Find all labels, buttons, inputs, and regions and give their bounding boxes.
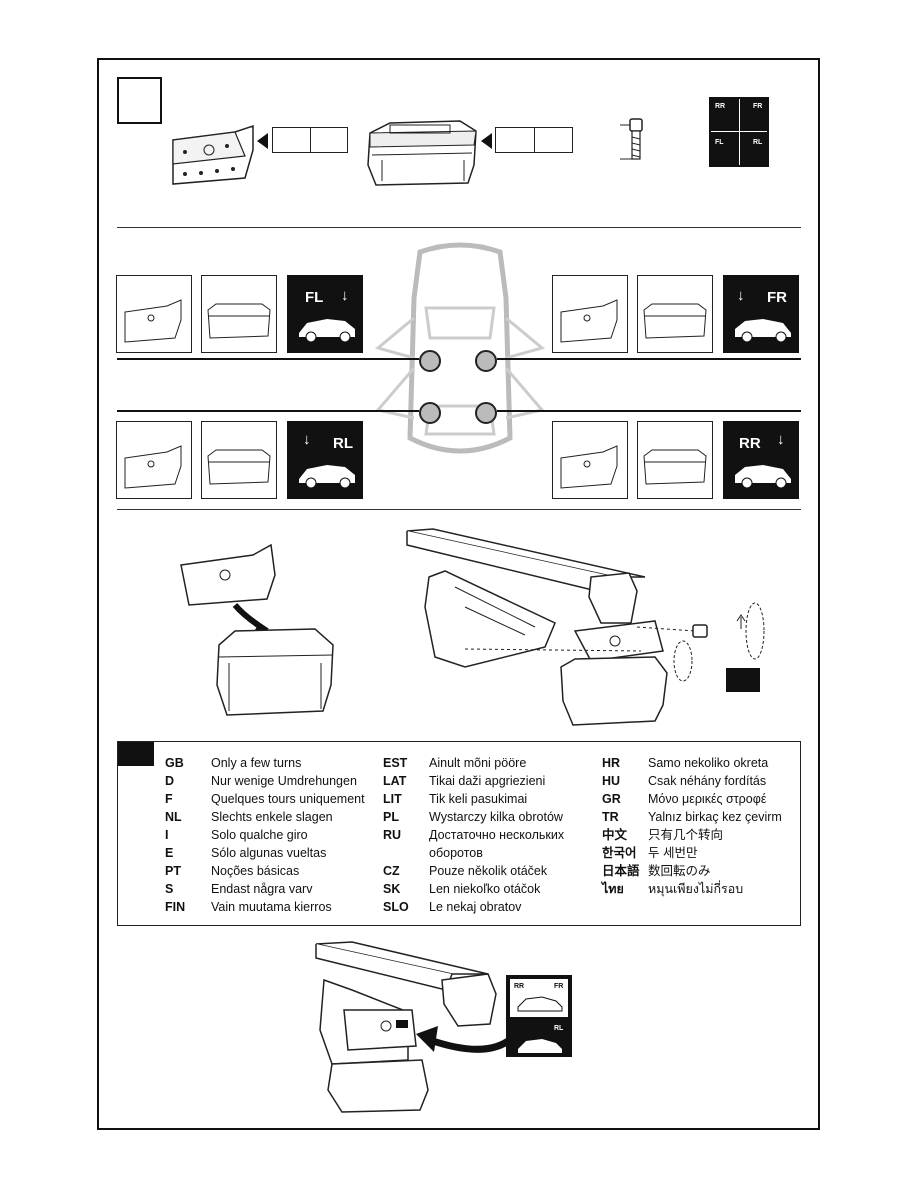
legend-language-code: SLO <box>383 900 409 914</box>
fl-plate-box <box>116 275 192 353</box>
page-frame <box>97 58 820 1130</box>
legend-translation: Μόνο μερικές στροφέ <box>648 792 767 806</box>
turns-legend <box>117 741 801 926</box>
legend-language-code: GB <box>165 756 184 770</box>
legend-translation: Wystarczy kilka obrotów <box>429 810 563 824</box>
legend-language-code: 日本語 <box>602 864 640 878</box>
legend-language-code: D <box>165 774 175 788</box>
legend-language-code: SK <box>383 882 401 896</box>
legend-language-code: HU <box>602 774 621 788</box>
legend-translation: Len niekoľko otáčok <box>429 882 541 896</box>
fr-mount-point <box>475 350 497 372</box>
rr-mount-point <box>475 402 497 424</box>
step-number-box <box>117 77 162 124</box>
legend-translation: Samo nekoliko okreta <box>648 756 769 770</box>
car-top-view-illustration <box>374 242 546 454</box>
legend-translation: 数回転のみ <box>648 864 711 878</box>
legend-translation: оборотов <box>429 846 483 860</box>
plate-onto-foot-illustration <box>180 543 334 716</box>
legend-language-code: 한국어 <box>602 846 637 860</box>
quantity-box-foot <box>495 127 573 153</box>
legend-translation: Достаточно нескольких <box>429 828 565 842</box>
legend-translation: Sólo algunas vueltas <box>211 846 327 860</box>
legend-language-code: S <box>165 882 174 896</box>
legend-language-code: TR <box>602 810 619 824</box>
legend-translation: Tik keli pasukimai <box>429 792 528 806</box>
legend-translation: Tikai daži apgriezieni <box>429 774 546 788</box>
legend-language-code: HR <box>602 756 621 770</box>
fr-position-icon: ↓ FR <box>723 275 799 353</box>
legend-language-code: EST <box>383 756 408 770</box>
fr-foot-box <box>637 275 713 353</box>
rl-plate-box <box>116 421 192 499</box>
legend-translation: 只有几个转向 <box>648 828 724 842</box>
legend-translation: Yalnız birkaç kez çevirm <box>648 810 782 824</box>
legend-translation: Endast några varv <box>211 882 313 896</box>
rl-position-icon: ↓ RL <box>287 421 363 499</box>
legend-language-code: I <box>165 828 169 842</box>
fl-line <box>117 358 419 360</box>
legend-translation: 두 세번만 <box>648 846 698 860</box>
positions-reference-icon: RR FR RL <box>506 975 572 1057</box>
legend-translation: Vain muutama kierros <box>211 900 332 914</box>
rr-foot-box <box>637 421 713 499</box>
bolt-assembly-illustration <box>406 528 765 726</box>
legend-translation: Only a few turns <box>211 756 302 770</box>
fl-foot-box <box>201 275 277 353</box>
foot-pad-illustration <box>367 120 477 186</box>
mounted-foot-illustration <box>315 941 497 1113</box>
legend-language-code: GR <box>602 792 621 806</box>
legend-translation: Pouze několik otáček <box>429 864 548 878</box>
legend-language-code: PL <box>383 810 399 824</box>
rl-mount-point <box>419 402 441 424</box>
fl-mount-point <box>419 350 441 372</box>
legend-marker-tab <box>118 742 154 766</box>
legend-translation: Csak néhány fordítás <box>648 774 767 788</box>
divider <box>117 227 801 228</box>
legend-translation: Le nekaj obratov <box>429 900 522 914</box>
legend-language-code: CZ <box>383 864 400 878</box>
arrow-left-icon <box>481 133 492 149</box>
arrow-left-icon <box>257 133 268 149</box>
legend-language-code: E <box>165 846 174 860</box>
bolt-illustration <box>620 118 643 160</box>
legend-language-code: 中文 <box>602 828 628 842</box>
bracket-plate-illustration <box>172 124 254 185</box>
rr-line <box>497 410 801 412</box>
rr-plate-box <box>552 421 628 499</box>
legend-language-code: NL <box>165 810 182 824</box>
fr-plate-box <box>552 275 628 353</box>
legend-language-code: LIT <box>383 792 402 806</box>
info-marker-tab <box>726 668 760 692</box>
legend-language-code: PT <box>165 864 181 878</box>
legend-translation: Nur wenige Umdrehungen <box>211 774 357 788</box>
legend-language-code: ไทย <box>602 882 624 896</box>
legend-translation: Quelques tours uniquement <box>211 792 365 806</box>
fr-line <box>497 358 801 360</box>
rl-line <box>117 410 419 412</box>
divider <box>117 509 801 510</box>
rl-foot-box <box>201 421 277 499</box>
legend-language-code: RU <box>383 828 402 842</box>
fl-position-icon: FL ↓ <box>287 275 363 353</box>
legend-language-code: FIN <box>165 900 186 914</box>
all-positions-icon: RR FR FL RL <box>709 97 769 167</box>
legend-language-code: LAT <box>383 774 407 788</box>
rr-position-icon: RR ↓ <box>723 421 799 499</box>
legend-translation: หมุนเพียงไม่กี่รอบ <box>648 882 744 896</box>
quantity-box-plate <box>272 127 348 153</box>
legend-language-code: F <box>165 792 173 806</box>
legend-translation: Slechts enkele slagen <box>211 810 333 824</box>
legend-translation: Ainult mõni pööre <box>429 756 527 770</box>
legend-translation: Noções básicas <box>211 864 300 878</box>
legend-translation: Solo qualche giro <box>211 828 308 842</box>
